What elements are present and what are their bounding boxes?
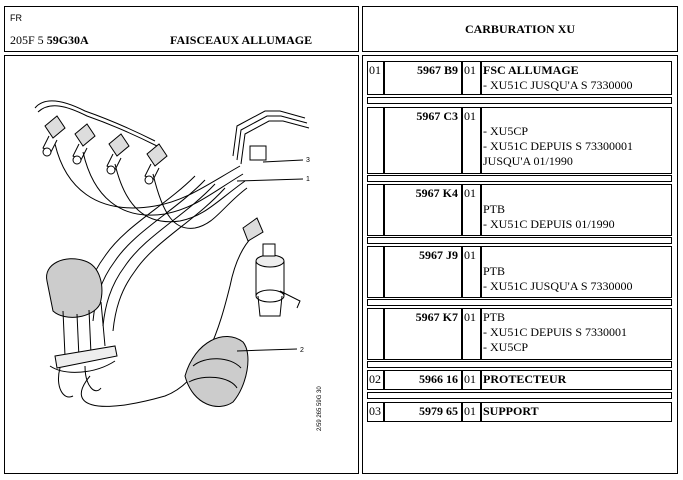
qty-cell [462, 246, 481, 298]
desc-cell [481, 308, 672, 360]
pos-cell [367, 246, 384, 298]
diagram-vertical-code: 2/59 265 59G 30 [317, 386, 323, 431]
qty: 01 [464, 63, 476, 77]
diagram-frame [4, 55, 359, 474]
desc-line: - XU5CP [483, 340, 529, 354]
spark-plug-cap-3 [106, 133, 130, 175]
spark-plug-cap-2 [72, 123, 96, 165]
page-title: FAISCEAUX ALLUMAGE [170, 33, 313, 47]
spark-plug-cap-4 [144, 143, 168, 185]
part-ref: 5967 K4 [415, 186, 458, 200]
desc-line: - XU51C DEPUIS S 73300001 [483, 139, 634, 153]
spark-plug-cap-1 [42, 115, 66, 157]
pos-cell [367, 308, 384, 360]
part-ref: 5966 16 [419, 372, 458, 386]
ref-code: 59G30A [46, 33, 89, 47]
qty: 01 [464, 404, 476, 418]
header-right-frame [362, 6, 678, 52]
part-ref: 5967 C3 [416, 109, 458, 123]
row-separator [367, 97, 672, 104]
pos: 03 [369, 404, 381, 418]
parts-list-frame [362, 55, 678, 474]
qty: 01 [464, 372, 476, 386]
desc-line: - XU51C JUSQU'A S 7330000 [483, 78, 633, 92]
pos-cell [367, 370, 384, 390]
qty-cell [462, 184, 481, 236]
desc-line: SUPPORT [483, 404, 539, 418]
desc-cell [481, 370, 672, 390]
desc-line: - XU51C DEPUIS 01/1990 [483, 217, 615, 231]
qty-cell [462, 370, 481, 390]
header-left-frame [4, 6, 359, 52]
model-label: 205F 5 59G30A [10, 33, 89, 48]
qty-cell [462, 61, 481, 95]
callout-1: 1 [306, 176, 310, 183]
row-separator [367, 299, 672, 306]
desc-cell [481, 402, 672, 422]
desc-line: - XU5CP [483, 124, 529, 138]
part-ref: 5979 65 [419, 404, 458, 418]
row-separator [367, 175, 672, 182]
row-separator [367, 237, 672, 244]
qty-cell [462, 107, 481, 174]
desc-line: FSC ALLUMAGE [483, 63, 579, 77]
qty-cell [462, 402, 481, 422]
ignition-coil [255, 243, 301, 317]
part-ref: 5967 B9 [416, 63, 458, 77]
part-ref: 5967 J9 [419, 248, 458, 262]
desc-line: JUSQU'A 01/1990 [483, 154, 573, 168]
qty: 01 [464, 109, 476, 123]
desc-line: PTB [483, 202, 506, 216]
desc-cell [481, 61, 672, 95]
desc-line: - XU51C JUSQU'A S 7330000 [483, 279, 633, 293]
desc-line: PTB [483, 264, 506, 278]
callout-2: 2 [300, 347, 304, 354]
pos: 01 [369, 63, 381, 77]
ignition-harness-diagram: 3 1 2 2/59 265 59G 30 [34, 100, 323, 431]
ref-cell [384, 308, 462, 360]
ref-cell [384, 370, 462, 390]
pos-cell [367, 402, 384, 422]
desc-line: PTB [483, 310, 506, 324]
ref-cell [384, 402, 462, 422]
ref-cell [384, 184, 462, 236]
row-separator [367, 392, 672, 399]
callout-3: 3 [306, 157, 310, 164]
support-bracket [232, 110, 310, 165]
model-name: 205F 5 [10, 33, 44, 47]
desc-line: PROTECTEUR [483, 372, 567, 386]
qty: 01 [464, 310, 476, 324]
row-separator [367, 361, 672, 368]
section-title: CARBURATION XU [464, 22, 576, 36]
ref-cell [384, 246, 462, 298]
qty: 01 [464, 248, 476, 262]
ref-cell [384, 107, 462, 174]
country-code: FR [10, 13, 22, 23]
pos-cell [367, 184, 384, 236]
qty-cell [462, 308, 481, 360]
pos: 02 [369, 372, 381, 386]
desc-line: - XU51C DEPUIS S 7330001 [483, 325, 628, 339]
pos-cell [367, 61, 384, 95]
distributor-cap [46, 258, 103, 318]
pos-cell [367, 107, 384, 174]
part-ref: 5967 K7 [415, 310, 458, 324]
desc-cell [481, 246, 672, 298]
desc-cell [481, 107, 672, 174]
qty: 01 [464, 186, 476, 200]
ref-cell [384, 61, 462, 95]
protector-boot [184, 336, 249, 407]
desc-cell [481, 184, 672, 236]
